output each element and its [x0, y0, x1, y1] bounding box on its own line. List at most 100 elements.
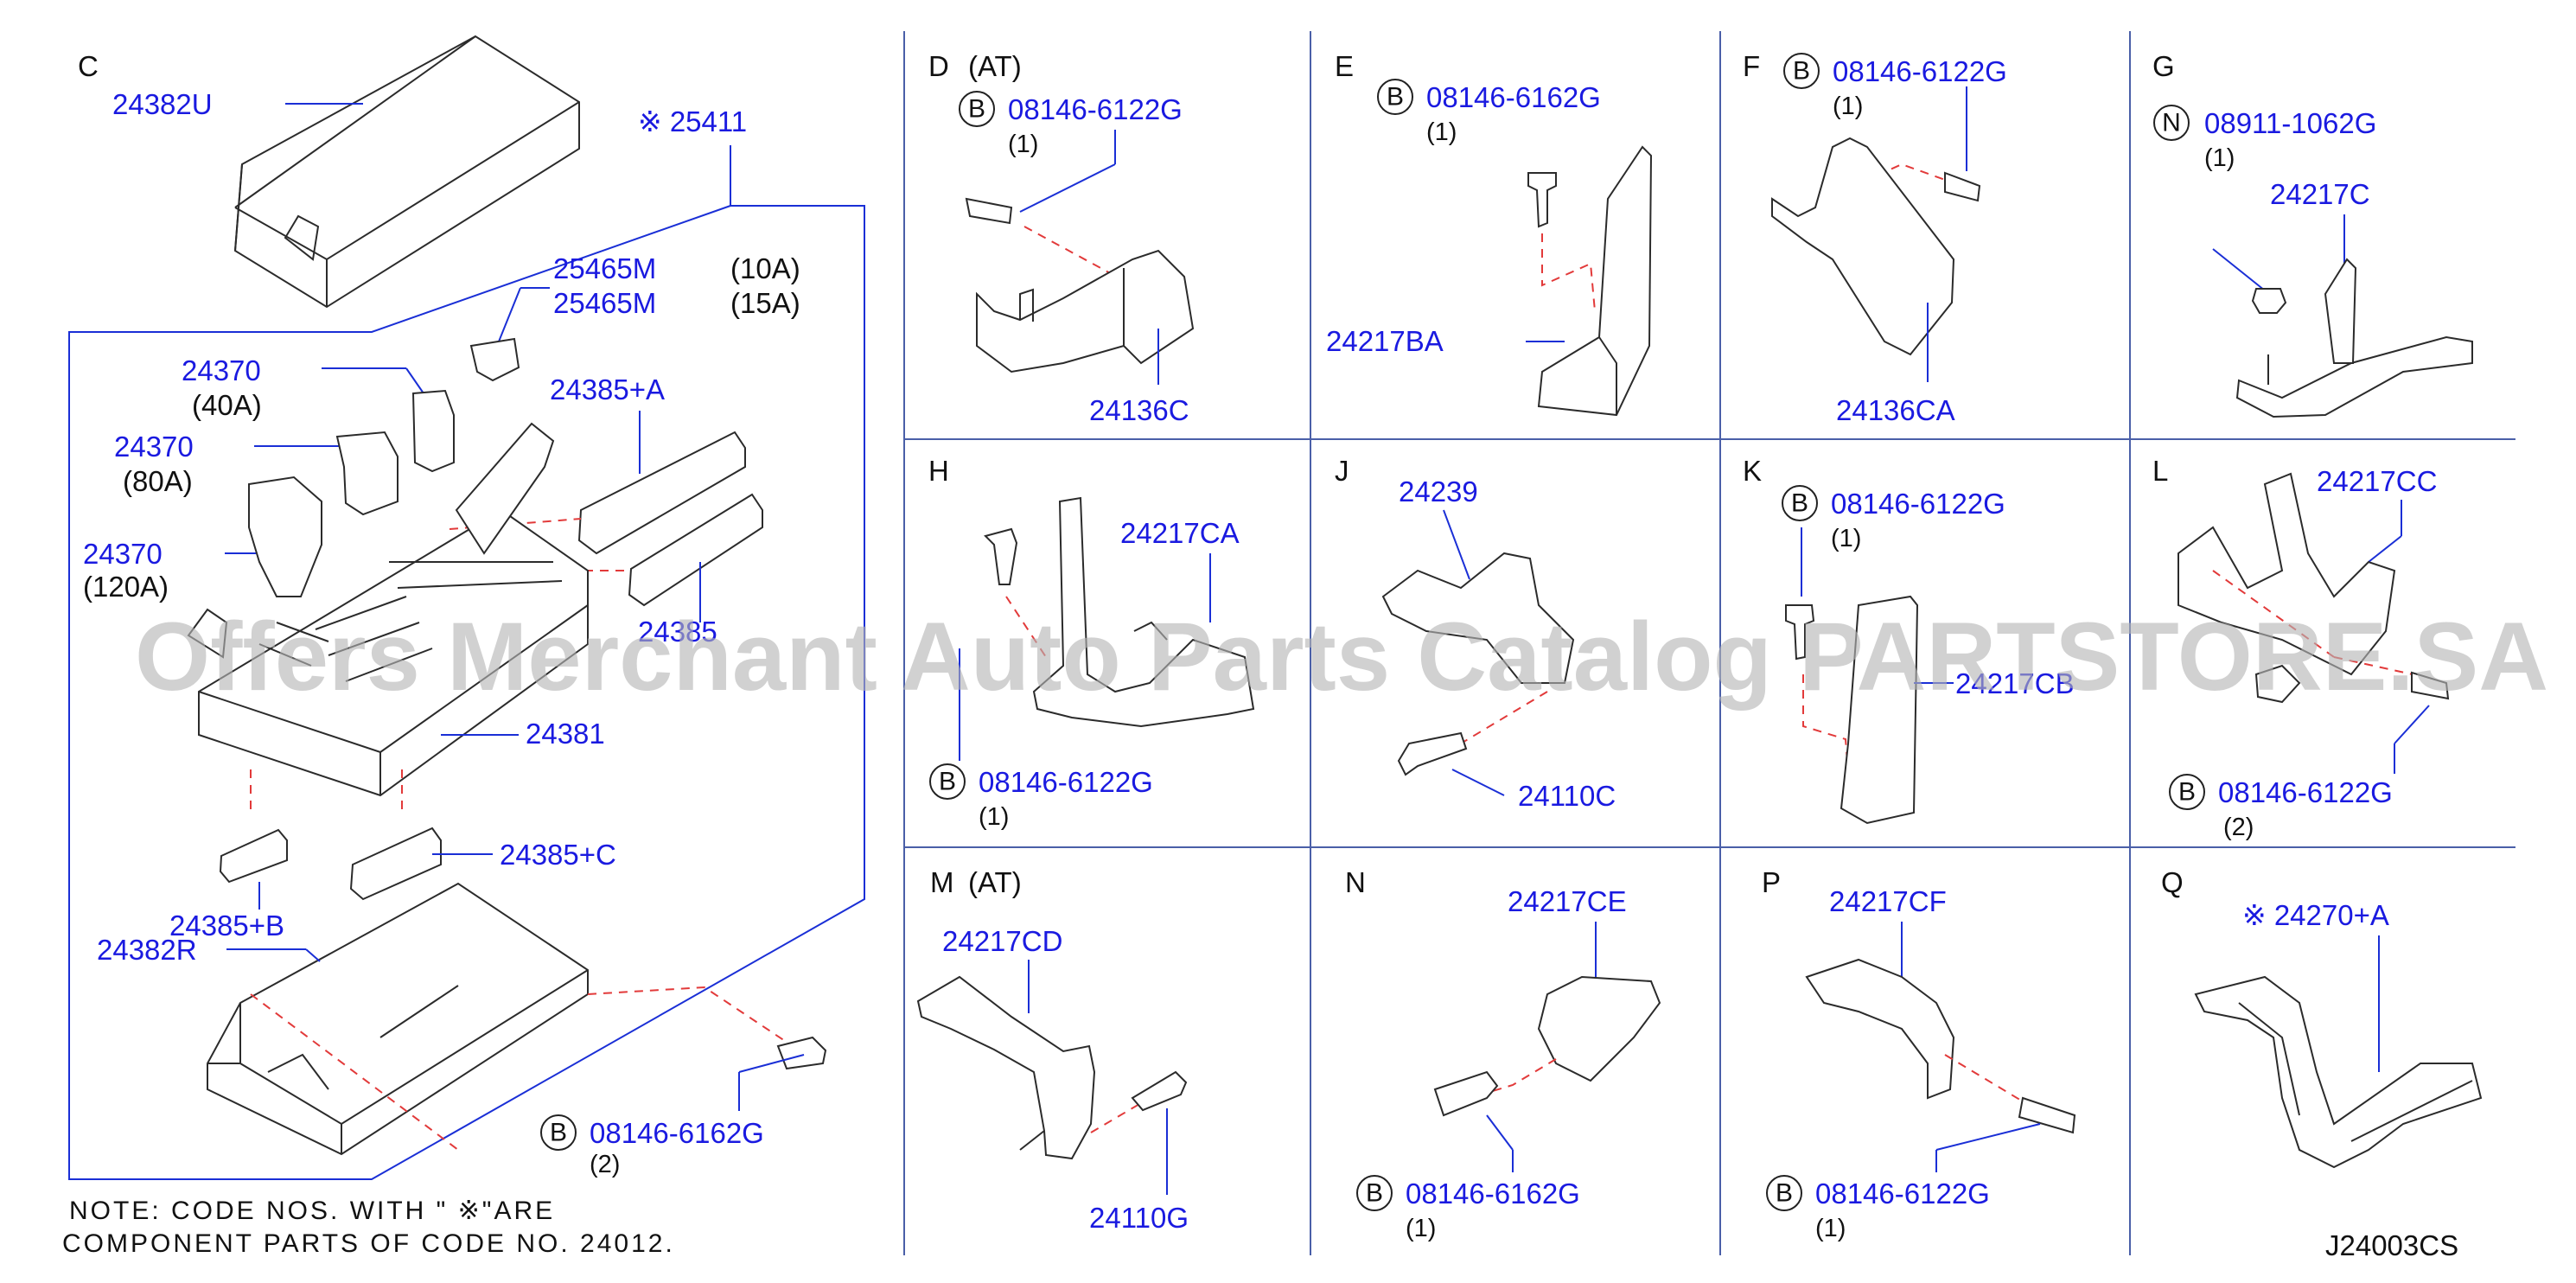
rating-10a: (10A)	[730, 252, 800, 284]
qty-k: (1)	[1831, 525, 1861, 552]
bolt-prefix-e: B	[1387, 83, 1404, 112]
bracket-24136c-drawing	[976, 249, 1195, 373]
qty-l: (2)	[2223, 814, 2254, 841]
fusible-link-40a-drawing	[411, 389, 455, 473]
section-e: E B 08146-6162G (1) 24217BA	[1326, 50, 1653, 417]
fusible-link-120a-drawing	[248, 476, 322, 597]
part-label-08146-6122g-d: 08146-6122G	[1008, 93, 1183, 125]
qty-n: (1)	[1406, 1215, 1436, 1242]
part-label-25465m-15a: 25465M	[553, 287, 656, 319]
section-c: C 24382U ※ 25411 25465M (10A) 25465M (15…	[62, 35, 865, 1258]
qty-e: (1)	[1426, 118, 1457, 146]
bolt-prefix-p: B	[1776, 1179, 1793, 1208]
bolt-drawing-l	[2411, 671, 2450, 700]
section-letter-h: H	[928, 455, 949, 487]
section-letter-l: L	[2152, 455, 2168, 487]
section-letter-m: M	[930, 866, 954, 898]
qty-g: (1)	[2204, 144, 2235, 172]
section-letter-n: N	[1345, 866, 1366, 898]
part-label-24370-40a: 24370	[182, 354, 261, 386]
bolt-prefix-d: B	[968, 95, 985, 124]
qty-d: (1)	[1008, 131, 1038, 158]
bolt-prefix-n: B	[1366, 1179, 1383, 1208]
qty-f: (1)	[1833, 93, 1863, 120]
part-label-24217cc: 24217CC	[2317, 465, 2437, 497]
fusible-link-80a-drawing	[335, 431, 399, 516]
bolt-drawing-m	[1131, 1070, 1188, 1112]
bracket-24217cd-drawing	[916, 975, 1096, 1160]
part-label-24217cf: 24217CF	[1829, 885, 1947, 917]
section-letter-g: G	[2152, 50, 2175, 82]
section-variant-d: (AT)	[968, 50, 1022, 82]
note-line-1: NOTE: CODE NOS. WITH " ※"ARE	[69, 1197, 555, 1225]
part-label-24136c: 24136C	[1089, 394, 1189, 426]
section-m: M (AT) 24217CD 24110G	[916, 866, 1189, 1234]
section-k: K B 08146-6122G (1) 24217CB	[1743, 455, 2075, 825]
bolt-drawing-e	[1527, 172, 1557, 228]
section-letter-k: K	[1743, 455, 1762, 487]
part-label-24110g: 24110G	[1089, 1202, 1189, 1234]
assembly-outline	[68, 145, 865, 1180]
rating-80a: (80A)	[123, 465, 193, 497]
part-label-08146-6122g-f: 08146-6122G	[1833, 55, 2007, 87]
part-label-24381: 24381	[526, 718, 605, 750]
bolt-drawing-j	[1397, 731, 1468, 776]
bracket-24217c-drawing	[2235, 335, 2473, 418]
connector-a-drawing	[577, 431, 746, 555]
qty-p: (1)	[1815, 1215, 1846, 1242]
section-letter-c: C	[78, 50, 99, 82]
part-label-08146-6162g-n: 08146-6162G	[1406, 1178, 1580, 1210]
bolt-prefix-f: B	[1793, 57, 1810, 86]
bracket-24217cf-drawing	[1805, 958, 1955, 1100]
part-label-24217ba: 24217BA	[1326, 325, 1444, 357]
part-label-08146-6122g-l: 08146-6122G	[2218, 776, 2393, 808]
lower-cover-drawing	[207, 882, 589, 1156]
part-label-25465m-10a: 25465M	[553, 252, 656, 284]
part-label-08146-6122g-h: 08146-6122G	[979, 766, 1153, 798]
fuse-block-drawing	[187, 422, 589, 797]
bracket-24136ca-drawing	[1771, 137, 1955, 356]
part-label-24370-80a: 24370	[114, 431, 194, 463]
bolt-drawing-h	[984, 527, 1018, 585]
part-label-25411: ※ 25411	[638, 105, 747, 137]
bolt-prefix-k: B	[1791, 489, 1808, 518]
bracket-24217cc-drawing	[2177, 472, 2396, 676]
rating-120a: (120A)	[83, 571, 169, 603]
bolt-drawing-c	[776, 1036, 827, 1070]
part-label-24370-120a: 24370	[83, 538, 163, 570]
part-label-24382u: 24382U	[112, 88, 213, 120]
part-label-24270a: ※ 24270+A	[2242, 899, 2389, 931]
part-label-24217ca: 24217CA	[1120, 517, 1240, 549]
section-l: L 24217CC B 08146-6122G (2)	[2152, 455, 2450, 841]
section-letter-j: J	[1335, 455, 1349, 487]
connector-b-drawing	[219, 828, 288, 884]
watermark-text: Offers Merchant Auto Parts Catalog PARTS…	[135, 603, 2548, 711]
bracket-24217ba-drawing	[1537, 145, 1653, 417]
section-q: Q ※ 24270+A J24003CS	[2161, 866, 2483, 1261]
bolt-drawing-d	[965, 197, 1013, 225]
section-h: H 24217CA B 08146-6122G (1)	[928, 455, 1255, 831]
part-label-08146-6122g-p: 08146-6122G	[1815, 1178, 1990, 1210]
bracket-24239-drawing	[1381, 552, 1575, 684]
section-letter-p: P	[1762, 866, 1781, 898]
bolt-prefix-l: B	[2178, 778, 2196, 807]
section-g: G N 08911-1062G (1) 24217C	[2152, 50, 2473, 418]
connector-c-drawing	[349, 827, 442, 901]
part-label-24217ce: 24217CE	[1508, 885, 1627, 917]
section-d: D (AT) B 08146-6122G (1) 24136C	[928, 50, 1195, 426]
bracket-24217ce-drawing	[1537, 975, 1661, 1082]
part-label-24385c: 24385+C	[500, 839, 616, 871]
section-p: P 24217CF B 08146-6122G (1)	[1762, 866, 2076, 1242]
drawing-code: J24003CS	[2325, 1229, 2458, 1261]
bolt-drawing-p	[2018, 1096, 2076, 1134]
part-label-24385a: 24385+A	[550, 373, 665, 405]
bolt-prefix-h: B	[939, 768, 956, 796]
section-letter-d: D	[928, 50, 949, 82]
section-grid	[903, 31, 2515, 1255]
section-variant-m: (AT)	[968, 866, 1022, 898]
part-label-08146-6122g-k: 08146-6122G	[1831, 488, 2005, 520]
part-label-08911-1062g: 08911-1062G	[2204, 107, 2376, 139]
part-label-24382r: 24382R	[97, 934, 197, 966]
rating-15a: (15A)	[730, 287, 800, 319]
